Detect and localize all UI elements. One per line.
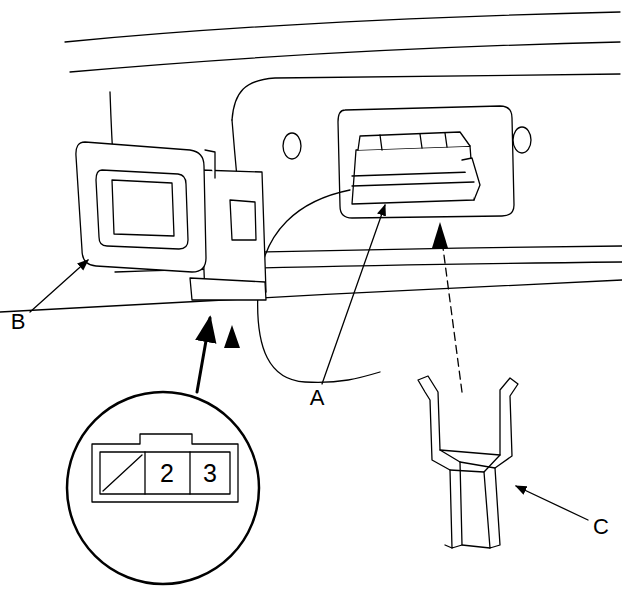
zoom-pointer	[197, 318, 210, 392]
leader-line	[516, 486, 588, 520]
panel-line	[232, 74, 620, 120]
panel-line	[0, 280, 622, 312]
wire	[258, 190, 380, 382]
part-letter: A	[310, 387, 325, 409]
guide-line	[440, 225, 462, 392]
connector-a	[352, 132, 480, 204]
direction-arrow	[224, 325, 240, 348]
panel-line	[65, 12, 620, 42]
mounting-hole	[283, 133, 301, 159]
mounting-hole	[513, 127, 531, 153]
pin-number: 3	[203, 461, 217, 486]
panel-line	[70, 42, 620, 72]
detail-circle	[67, 392, 259, 584]
clip-c	[418, 376, 518, 548]
direction-arrow	[432, 222, 448, 248]
switch-b	[76, 142, 266, 300]
recess-outline	[338, 106, 514, 218]
part-letter: B	[11, 311, 26, 333]
leader-line	[322, 205, 385, 384]
connector-face	[92, 434, 238, 502]
pin-number: 2	[160, 461, 174, 486]
leader-line	[30, 260, 88, 312]
part-letter: C	[593, 516, 609, 538]
